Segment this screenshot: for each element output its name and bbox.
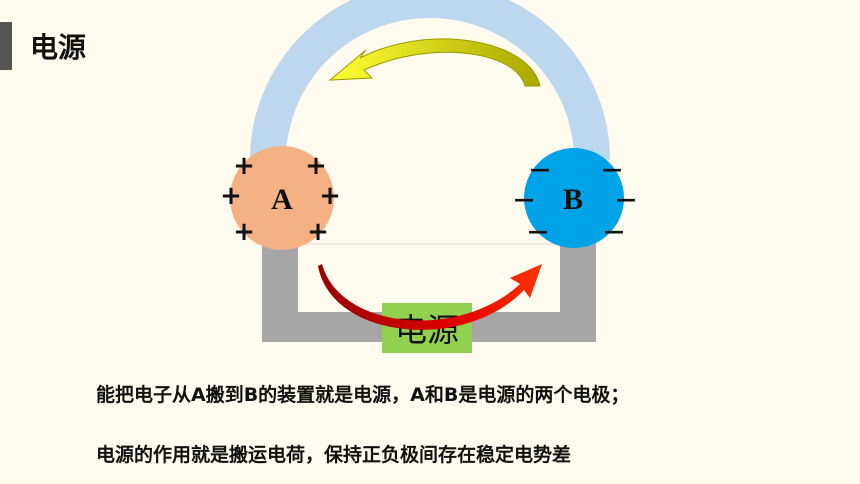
plus-sign: + [220,181,242,211]
page-title: 电源 [30,31,87,64]
plus-sign: + [233,217,255,247]
minus-sign: — [528,219,548,243]
power-source-label: 电源 [395,311,459,349]
sphere-a-label: A [271,183,293,216]
top-electron-arrow [328,38,541,87]
sphere-b-label: B [563,183,583,216]
minus-sign: — [604,219,624,243]
minus-sign: — [530,157,550,181]
plus-sign: + [307,217,329,247]
minus-sign: — [602,157,622,181]
caption-line-2: 电源的作用就是搬运电荷，保持正负极间存在稳定电势差 [96,444,572,466]
arch-conductor [250,0,610,161]
plus-sign: + [319,181,341,211]
plus-sign: + [233,151,255,181]
sphere-b [524,148,624,248]
sphere-a [230,146,334,250]
minus-sign: — [616,187,636,211]
minus-sign: — [514,187,534,211]
caption-line-1: 能把电子从A搬到B的装置就是电源，A和B是电源的两个电极； [96,384,630,406]
title-accent-bar [0,22,12,70]
plus-sign: + [305,151,327,181]
wire-right [460,236,596,342]
bottom-electron-arrow [318,264,542,330]
